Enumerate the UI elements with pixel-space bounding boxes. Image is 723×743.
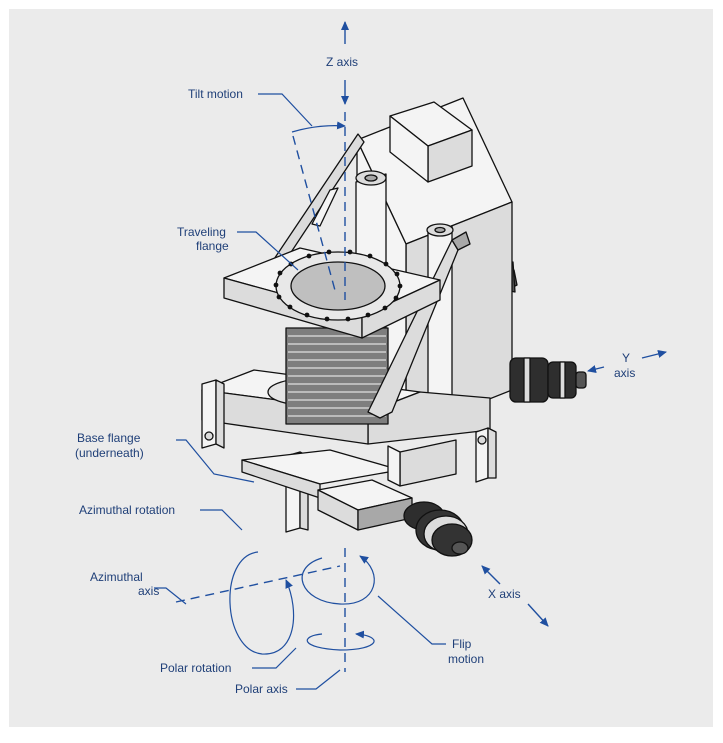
x-axis-label: X axis [488, 587, 521, 601]
flip-motion-label-line2: motion [448, 652, 484, 666]
azimuthal-rotation-leader [200, 509, 243, 531]
polar-axis-label: Polar axis [235, 682, 288, 696]
y-axis-label-line1: Y [622, 351, 630, 365]
xy-stage-assembly [201, 379, 497, 533]
base-flange-leader [176, 439, 255, 483]
manipulator-drawing [201, 97, 587, 557]
y-axis-arrows [587, 350, 667, 373]
top-motor-box [389, 101, 473, 183]
azimuthal-axis-line [175, 565, 341, 603]
traveling-flange-label-line1: Traveling [177, 225, 226, 239]
traveling-flange-plate [223, 247, 441, 339]
flip-motion-leader [377, 595, 446, 645]
tilt-axis-line [291, 121, 346, 295]
azimuthal-rotation-symbol [229, 551, 295, 655]
polar-rotation-label: Polar rotation [160, 661, 231, 675]
flip-rotation-symbol [301, 555, 375, 605]
base-flange-label-line2: (underneath) [75, 446, 144, 460]
azimuthal-axis-label-line1: Azimuthal [90, 570, 143, 584]
base-flange-label-line1: Base flange [77, 431, 141, 445]
tilt-motion-label: Tilt motion [188, 87, 243, 101]
x-axis-arrows [481, 565, 549, 627]
y-axis-label-line2: axis [614, 366, 635, 380]
azimuthal-rotation-label: Azimuthal rotation [79, 503, 175, 517]
y-micrometer [509, 357, 587, 403]
polar-axis-leader [296, 669, 341, 690]
polar-rotation-leader [252, 647, 297, 669]
x-micrometer [403, 501, 473, 557]
traveling-flange-leader [237, 231, 299, 271]
azimuthal-axis-label-line2: axis [138, 584, 159, 598]
flip-motion-label-line1: Flip [452, 637, 472, 651]
traveling-flange-label-line2: flange [196, 239, 229, 253]
azimuthal-axis-leader [154, 587, 187, 605]
z-axis-label: Z axis [326, 55, 358, 69]
tilt-motion-leader [258, 93, 313, 127]
polar-rotation-symbol [306, 630, 375, 651]
